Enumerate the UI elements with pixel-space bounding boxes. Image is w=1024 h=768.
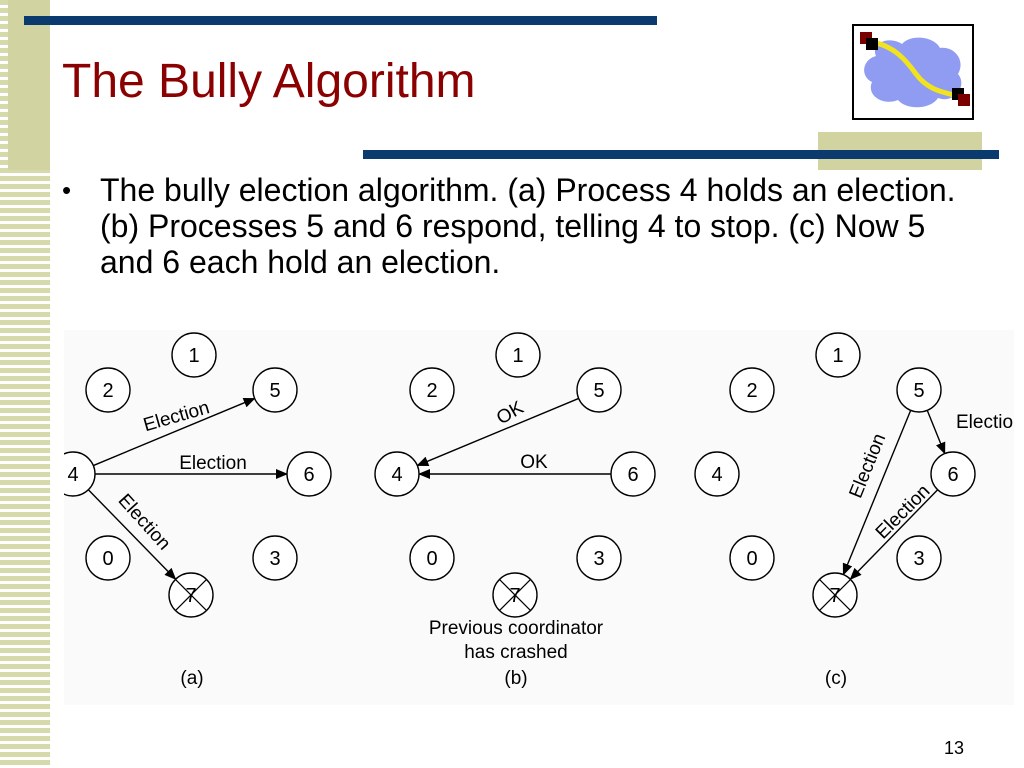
process-node [729, 367, 775, 413]
bullet-text: The bully election algorithm. (a) Proces… [100, 172, 956, 280]
panel-caption: (a) [180, 668, 203, 689]
node-label: 7 [829, 585, 840, 607]
crash-note: Previous coordinator [429, 618, 604, 639]
crash-mark [819, 579, 851, 611]
process-node [64, 451, 96, 497]
node-label: 6 [627, 464, 638, 486]
edge-arrow [849, 489, 939, 580]
crash-mark [499, 579, 531, 611]
node-label: 0 [746, 548, 757, 570]
process-node [896, 535, 942, 581]
process-node [729, 535, 775, 581]
edge-label: OK [493, 397, 528, 429]
process-node [409, 367, 455, 413]
node-label: 1 [832, 345, 843, 367]
process-node [286, 451, 332, 497]
edge-arrow [416, 397, 579, 467]
panel-caption: (b) [504, 668, 527, 689]
node-label: 7 [185, 585, 196, 607]
node-label: 2 [746, 380, 757, 402]
node-label: 6 [303, 464, 314, 486]
node-label: 4 [67, 464, 78, 486]
crash-note: has crashed [464, 642, 568, 663]
node-label: 0 [102, 548, 113, 570]
process-node [610, 451, 656, 497]
node-label: 7 [509, 585, 520, 607]
bullet-dot: • [62, 175, 72, 205]
process-node [85, 367, 131, 413]
node-label: 1 [512, 345, 523, 367]
edge-label: OK [520, 452, 548, 473]
edge-label: Election [846, 431, 891, 502]
page-number: 13 [944, 738, 965, 758]
node-label: 5 [913, 380, 924, 402]
process-node [171, 332, 217, 378]
node-label: 2 [426, 380, 437, 402]
edge-label: Election [872, 481, 935, 544]
process-node [252, 367, 298, 413]
node-label: 5 [593, 380, 604, 402]
crash-mark [175, 579, 207, 611]
process-node [409, 535, 455, 581]
node-label: 5 [269, 380, 280, 402]
process-node [694, 451, 740, 497]
process-node [576, 367, 622, 413]
process-node [930, 451, 976, 497]
process-node [252, 535, 298, 581]
edge-label: Election [956, 412, 1014, 433]
process-node [495, 332, 541, 378]
process-node [85, 535, 131, 581]
network-cloud-icon [852, 24, 974, 120]
page-title: The Bully Algorithm [62, 55, 476, 108]
top-accent-bar [24, 16, 657, 25]
logo-path [871, 39, 959, 99]
edge-arrow [842, 410, 912, 576]
node-label: 3 [913, 548, 924, 570]
process-node [896, 367, 942, 413]
edge-label: Election [179, 453, 247, 474]
node-label: 3 [593, 548, 604, 570]
node-label: 0 [426, 548, 437, 570]
node-label: 3 [269, 548, 280, 570]
election-diagram: ElectionElectionElection01234567(a)OKOK0… [64, 332, 1014, 689]
edge-arrow [87, 489, 177, 580]
process-node [576, 535, 622, 581]
panel-caption: (c) [825, 668, 847, 689]
node-label: 4 [391, 464, 402, 486]
process-node [374, 451, 420, 497]
logo-square-start-front [866, 38, 878, 50]
edge-arrow [926, 410, 946, 455]
node-label: 2 [102, 380, 113, 402]
node-label: 4 [711, 464, 722, 486]
edge-arrow [93, 397, 256, 467]
node-label: 6 [947, 464, 958, 486]
node-label: 1 [188, 345, 199, 367]
process-node [815, 332, 861, 378]
left-solid-band [8, 0, 50, 170]
logo-square-end-front [958, 94, 970, 106]
mid-accent-bar [363, 150, 999, 159]
